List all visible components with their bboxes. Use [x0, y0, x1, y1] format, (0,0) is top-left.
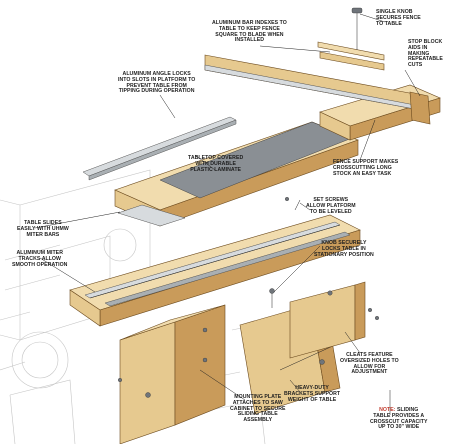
- aluminum-angle: [82, 116, 237, 181]
- label-brackets: HEAVY-DUTY BRACKETS SUPPORT WEIGHT OF TA…: [284, 385, 341, 403]
- sliding-platform: [69, 214, 361, 327]
- label-stop-block: STOP BLOCK AIDS IN MAKING REPEATABLE CUT…: [408, 39, 443, 69]
- label-set-screws: SET SCREWS ALLOW PLATFORM TO BE LEVELED: [306, 197, 356, 215]
- fence: [204, 54, 431, 125]
- label-cleats: CLEATS FEATURE OVERSIZED HOLES TO ALLOW …: [340, 352, 399, 376]
- mounting-plate-assembly: [117, 304, 226, 444]
- label-table-slides: TABLE SLIDES EASILY WITH UHMW MITER BARS: [17, 220, 69, 238]
- note-body: SLIDING TABLE PROVIDES A CROSSCUT CAPACI…: [370, 407, 428, 431]
- label-single-knob: SINGLE KNOB SECURES FENCE TO TABLE: [376, 9, 421, 27]
- label-aluminum-miter: ALUMINUM MITER TRACKS ALLOW SMOOTH OPERA…: [12, 250, 68, 268]
- cleat: [289, 281, 380, 359]
- label-note: NOTE: SLIDING TABLE PROVIDES A CROSSCUT …: [370, 407, 428, 431]
- label-fence-support: FENCE SUPPORT MAKES CROSSCUTTING LONG ST…: [333, 159, 399, 177]
- note-lead: NOTE:: [379, 407, 396, 413]
- label-aluminum-bar: ALUMINUM BAR INDEXES TO TABLE TO KEEP FE…: [212, 20, 287, 44]
- leader-lines: [34, 13, 421, 415]
- aluminum-bar-and-knob: [317, 7, 385, 71]
- label-tabletop: TABLETOP COVERED WITH DURABLE PLASTIC LA…: [188, 155, 244, 173]
- label-knob-locks: KNOB SECURELY LOCKS TABLE IN STATIONARY …: [314, 240, 374, 258]
- sliding-tabletop: [114, 121, 359, 227]
- label-mounting-plate: MOUNTING PLATE ATTACHES TO SAW CABINET T…: [230, 394, 286, 424]
- label-aluminum-angle: ALUMINUM ANGLE LOCKS INTO SLOTS IN PLATF…: [118, 71, 196, 95]
